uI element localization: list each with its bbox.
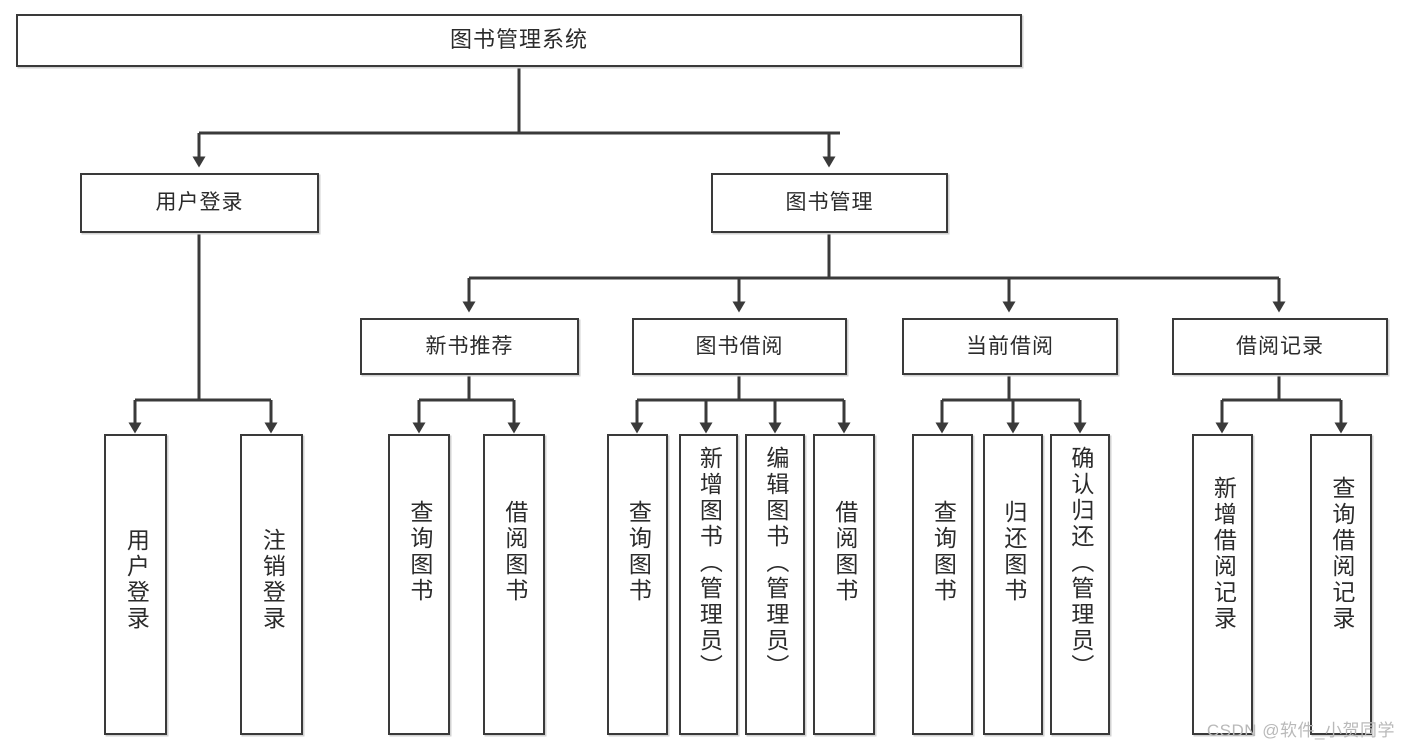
leaf-book-borrow-add[interactable]: 新增图书（管理员）: [679, 434, 738, 735]
leaf-borrow-record-add[interactable]: 新增借阅记录: [1192, 434, 1253, 735]
leaf-current-borrow-query[interactable]: 查询图书: [912, 434, 973, 735]
node-label: 图书借阅: [695, 334, 784, 358]
node-new-book-recommend[interactable]: 新书推荐: [360, 318, 579, 375]
node-label: 用户登录: [123, 528, 150, 632]
node-root-system[interactable]: 图书管理系统: [16, 14, 1022, 67]
node-label: 图书管理系统: [449, 27, 588, 53]
node-label: 新增借阅记录: [1210, 476, 1237, 632]
leaf-current-borrow-confirm-return[interactable]: 确认归还（管理员）: [1050, 434, 1110, 735]
node-book-management[interactable]: 图书管理: [711, 173, 948, 233]
node-label: 查询图书: [930, 500, 957, 604]
watermark-text: CSDN @软件_小贺同学: [1206, 721, 1395, 740]
node-label: 注销登录: [259, 528, 286, 632]
node-label: 借阅记录: [1236, 334, 1324, 358]
node-label: 图书管理: [785, 191, 874, 215]
leaf-book-borrow-borrow[interactable]: 借阅图书: [813, 434, 875, 735]
node-label: 新增图书（管理员）: [696, 446, 723, 680]
leaf-book-borrow-edit[interactable]: 编辑图书（管理员）: [745, 434, 805, 735]
node-borrow-record[interactable]: 借阅记录: [1172, 318, 1388, 375]
node-label: 新书推荐: [425, 334, 514, 358]
node-label: 当前借阅: [966, 334, 1054, 358]
leaf-borrow-record-query[interactable]: 查询借阅记录: [1310, 434, 1372, 735]
leaf-new-book-query[interactable]: 查询图书: [388, 434, 450, 735]
node-label: 查询借阅记录: [1328, 476, 1355, 632]
node-label: 借阅图书: [831, 500, 858, 604]
node-label: 用户登录: [155, 191, 244, 215]
leaf-book-borrow-query[interactable]: 查询图书: [607, 434, 668, 735]
leaf-new-book-borrow[interactable]: 借阅图书: [483, 434, 545, 735]
node-label: 确认归还（管理员）: [1067, 446, 1094, 680]
node-label: 查询图书: [406, 500, 433, 604]
leaf-user-login-login[interactable]: 用户登录: [104, 434, 167, 735]
node-current-borrow[interactable]: 当前借阅: [902, 318, 1118, 375]
node-label: 借阅图书: [501, 500, 528, 604]
leaf-user-login-logout[interactable]: 注销登录: [240, 434, 303, 735]
node-user-login[interactable]: 用户登录: [80, 173, 319, 233]
node-label: 查询图书: [625, 500, 652, 604]
leaf-current-borrow-return[interactable]: 归还图书: [983, 434, 1043, 735]
node-label: 归还图书: [1000, 500, 1027, 604]
node-book-borrow[interactable]: 图书借阅: [632, 318, 847, 375]
node-label: 编辑图书（管理员）: [762, 446, 789, 680]
